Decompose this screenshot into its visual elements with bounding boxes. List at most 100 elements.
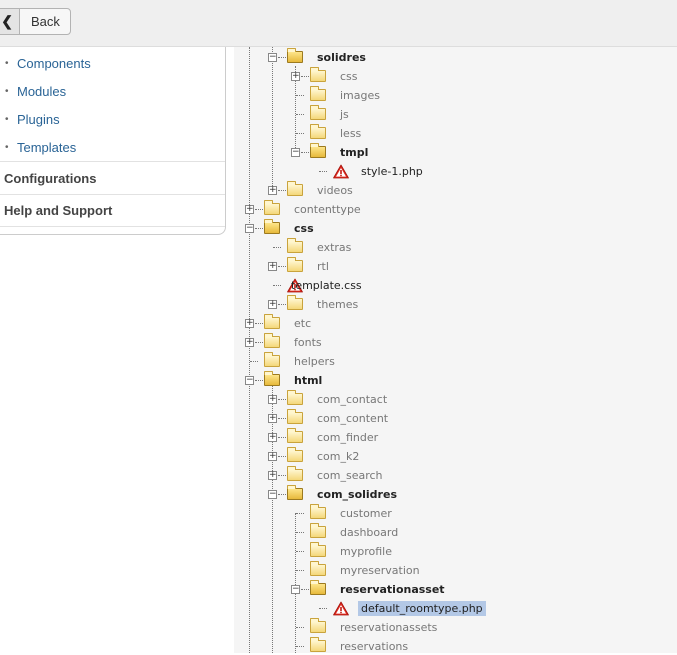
expand-icon[interactable]: + bbox=[245, 337, 254, 347]
tree-node[interactable]: − css bbox=[234, 219, 677, 238]
tree-node[interactable]: − reservationasset bbox=[234, 580, 677, 599]
collapse-icon[interactable]: − bbox=[291, 147, 300, 157]
folder-label[interactable]: com_finder bbox=[317, 431, 379, 444]
tree-node[interactable]: js bbox=[234, 105, 677, 124]
folder-open-icon bbox=[310, 143, 326, 158]
tree-node[interactable]: dashboard bbox=[234, 523, 677, 542]
tree-node[interactable]: + com_search bbox=[234, 466, 677, 485]
folder-label[interactable]: rtl bbox=[317, 260, 329, 273]
folder-label[interactable]: dashboard bbox=[340, 526, 399, 539]
folder-label[interactable]: com_contact bbox=[317, 393, 388, 406]
expand-icon[interactable]: + bbox=[268, 413, 277, 423]
tree-connector bbox=[278, 266, 286, 267]
tree-connector bbox=[278, 456, 286, 457]
tree-node[interactable]: + com_finder bbox=[234, 428, 677, 447]
folder-label[interactable]: js bbox=[340, 108, 349, 121]
collapse-icon[interactable]: − bbox=[245, 375, 254, 385]
tree-node[interactable]: customer bbox=[234, 504, 677, 523]
tree-node[interactable]: + videos bbox=[234, 181, 677, 200]
sidebar-item-plugins[interactable]: •Plugins bbox=[0, 105, 225, 133]
tree-connector bbox=[301, 152, 309, 153]
tree-node[interactable]: less bbox=[234, 124, 677, 143]
back-button[interactable]: ❮ Back bbox=[0, 8, 71, 35]
expand-icon[interactable]: + bbox=[245, 318, 254, 328]
folder-label[interactable]: myreservation bbox=[340, 564, 420, 577]
tree-node[interactable]: − solidres bbox=[234, 48, 677, 67]
folder-label[interactable]: html bbox=[294, 374, 323, 387]
tree-node[interactable]: myprofile bbox=[234, 542, 677, 561]
expand-icon[interactable]: + bbox=[268, 451, 277, 461]
collapse-icon[interactable]: − bbox=[268, 52, 277, 62]
folder-label[interactable]: extras bbox=[317, 241, 352, 254]
folder-label[interactable]: css bbox=[340, 70, 358, 83]
folder-label[interactable]: css bbox=[294, 222, 314, 235]
folder-label[interactable]: contenttype bbox=[294, 203, 361, 216]
folder-label[interactable]: com_content bbox=[317, 412, 389, 425]
folder-label[interactable]: fonts bbox=[294, 336, 322, 349]
sidebar-section-help[interactable]: Help and Support bbox=[0, 194, 225, 227]
tree-node[interactable]: − tmpl bbox=[234, 143, 677, 162]
expand-icon[interactable]: + bbox=[268, 299, 277, 309]
tree-node[interactable]: + com_contact bbox=[234, 390, 677, 409]
tree-node[interactable]: style-1.php bbox=[234, 162, 677, 181]
tree-node[interactable]: + contenttype bbox=[234, 200, 677, 219]
folder-label[interactable]: com_solidres bbox=[317, 488, 397, 501]
tree-node[interactable]: myreservation bbox=[234, 561, 677, 580]
tree-node[interactable]: default_roomtype.php bbox=[234, 599, 677, 618]
tree-node[interactable]: template.css bbox=[234, 276, 677, 295]
folder-label[interactable]: com_search bbox=[317, 469, 383, 482]
expand-icon[interactable]: + bbox=[291, 71, 300, 81]
expand-icon[interactable]: + bbox=[268, 394, 277, 404]
components-link[interactable]: Components bbox=[17, 55, 91, 71]
sidebar-section-configurations[interactable]: Configurations bbox=[0, 161, 225, 194]
expand-icon[interactable]: + bbox=[268, 432, 277, 442]
folder-label[interactable]: less bbox=[340, 127, 362, 140]
expand-icon[interactable]: + bbox=[268, 185, 277, 195]
file-label[interactable]: default_roomtype.php bbox=[358, 601, 486, 616]
tree-node[interactable]: + com_k2 bbox=[234, 447, 677, 466]
sidebar-item-modules[interactable]: •Modules bbox=[0, 77, 225, 105]
folder-label[interactable]: com_k2 bbox=[317, 450, 360, 463]
folder-label[interactable]: solidres bbox=[317, 51, 366, 64]
tree-node[interactable]: − com_solidres bbox=[234, 485, 677, 504]
tree-node[interactable]: + themes bbox=[234, 295, 677, 314]
tree-node[interactable]: images bbox=[234, 86, 677, 105]
tree-connector bbox=[255, 209, 263, 210]
folder-label[interactable]: helpers bbox=[294, 355, 335, 368]
tree-node[interactable]: + fonts bbox=[234, 333, 677, 352]
tree-node[interactable]: helpers bbox=[234, 352, 677, 371]
collapse-icon[interactable]: − bbox=[268, 489, 277, 499]
tree-node[interactable]: + com_content bbox=[234, 409, 677, 428]
folder-label[interactable]: images bbox=[340, 89, 380, 102]
folder-label[interactable]: reservationassets bbox=[340, 621, 438, 634]
tree-node[interactable]: reservations bbox=[234, 637, 677, 653]
tree-connector bbox=[296, 646, 304, 647]
folder-label[interactable]: reservationasset bbox=[340, 583, 445, 596]
expand-icon[interactable]: + bbox=[245, 204, 254, 214]
folder-label[interactable]: myprofile bbox=[340, 545, 392, 558]
expand-icon[interactable]: + bbox=[268, 470, 277, 480]
tree-node[interactable]: reservationassets bbox=[234, 618, 677, 637]
tree-node[interactable]: − html bbox=[234, 371, 677, 390]
collapse-icon[interactable]: − bbox=[291, 584, 300, 594]
sidebar-item-components[interactable]: •Components bbox=[0, 49, 225, 77]
file-label[interactable]: style-1.php bbox=[361, 165, 423, 178]
templates-link[interactable]: Templates bbox=[17, 139, 77, 155]
folder-label[interactable]: etc bbox=[294, 317, 312, 330]
folder-label[interactable]: tmpl bbox=[340, 146, 369, 159]
tree-node[interactable]: extras bbox=[234, 238, 677, 257]
folder-label[interactable]: reservations bbox=[340, 640, 409, 653]
file-label[interactable]: template.css bbox=[291, 279, 362, 292]
modules-link[interactable]: Modules bbox=[17, 83, 67, 99]
tree-node[interactable]: + etc bbox=[234, 314, 677, 333]
folder-icon bbox=[310, 67, 326, 82]
plugins-link[interactable]: Plugins bbox=[17, 111, 60, 127]
tree-node[interactable]: + rtl bbox=[234, 257, 677, 276]
sidebar-item-templates[interactable]: •Templates bbox=[0, 133, 225, 161]
folder-label[interactable]: themes bbox=[317, 298, 359, 311]
collapse-icon[interactable]: − bbox=[245, 223, 254, 233]
folder-label[interactable]: videos bbox=[317, 184, 353, 197]
expand-icon[interactable]: + bbox=[268, 261, 277, 271]
folder-label[interactable]: customer bbox=[340, 507, 392, 520]
tree-node[interactable]: + css bbox=[234, 67, 677, 86]
